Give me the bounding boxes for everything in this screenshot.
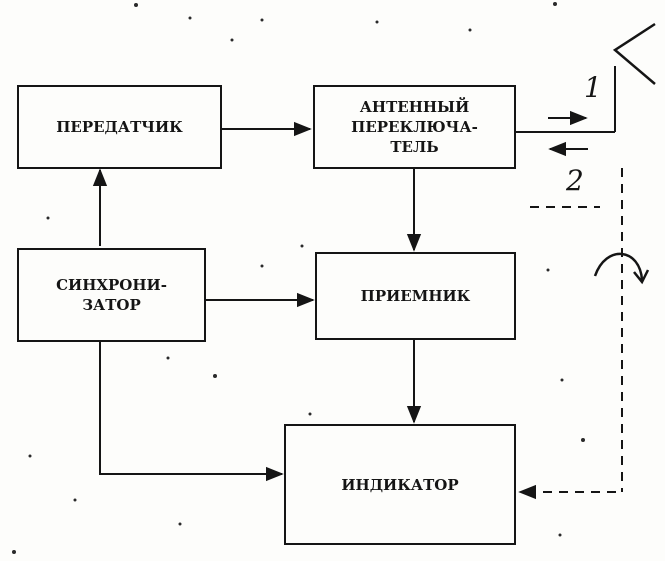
receiver-label: ПРИЕМНИК xyxy=(361,286,471,306)
antenna-icon xyxy=(612,22,656,85)
scan-speck xyxy=(308,412,312,416)
scan-speck xyxy=(260,18,264,22)
transmitter-label: ПЕРЕДАТЧИК xyxy=(56,117,183,137)
synchronizer-block: СИНХРОНИ- ЗАТОР xyxy=(17,248,206,342)
scan-speck xyxy=(188,16,192,20)
transmitter-block: ПЕРЕДАТЧИК xyxy=(17,85,222,169)
rotation-arrowhead xyxy=(633,269,650,285)
sync-to-indicator-line xyxy=(99,342,284,482)
scan-speck xyxy=(375,20,379,24)
scan-speck xyxy=(28,454,32,458)
scan-speck xyxy=(230,38,234,42)
signal-label-1: 1 xyxy=(584,71,602,104)
receiver-label-line-1: ПРИЕМНИК xyxy=(360,287,471,305)
scan-speck xyxy=(213,374,217,378)
indicator-label: ИНДИКАТОР xyxy=(341,475,458,495)
synchronizer-label-line-2: ЗАТОР xyxy=(82,296,141,314)
scan-speck xyxy=(260,264,264,268)
scan-speck xyxy=(558,533,562,537)
scan-speck xyxy=(46,216,50,220)
transmitter-label-line-1: ПЕРЕДАТЧИК xyxy=(56,118,183,136)
scan-speck xyxy=(553,2,557,6)
scan-speck xyxy=(12,550,16,554)
scan-speck xyxy=(178,522,182,526)
indicator-block: ИНДИКАТОР xyxy=(284,424,516,545)
antenna-switch-label-line-2: ПЕРЕКЛЮЧА- xyxy=(351,118,478,136)
scan-speck xyxy=(300,244,304,248)
synchronizer-label: СИНХРОНИ- ЗАТОР xyxy=(56,275,167,315)
scan-speck xyxy=(73,498,77,502)
synchronizer-label-line-1: СИНХРОНИ- xyxy=(56,276,167,294)
scan-speck xyxy=(581,438,585,442)
rotation-arrow-icon xyxy=(593,252,644,281)
antenna-switch-label: АНТЕННЫЙ ПЕРЕКЛЮЧА- ТЕЛЬ xyxy=(351,97,478,157)
signal-label-2: 2 xyxy=(565,164,584,197)
scan-speck xyxy=(546,268,550,272)
scan-speck xyxy=(560,378,564,382)
scan-speck xyxy=(468,28,472,32)
antenna-switch-label-line-3: ТЕЛЬ xyxy=(390,138,439,156)
antenna-switch-label-line-1: АНТЕННЫЙ xyxy=(359,98,470,116)
scan-speck xyxy=(166,356,170,360)
antenna-switch-block: АНТЕННЫЙ ПЕРЕКЛЮЧА- ТЕЛЬ xyxy=(313,85,516,169)
indicator-label-line-1: ИНДИКАТОР xyxy=(341,475,459,494)
scan-speck xyxy=(134,3,138,7)
receiver-block: ПРИЕМНИК xyxy=(315,252,516,340)
